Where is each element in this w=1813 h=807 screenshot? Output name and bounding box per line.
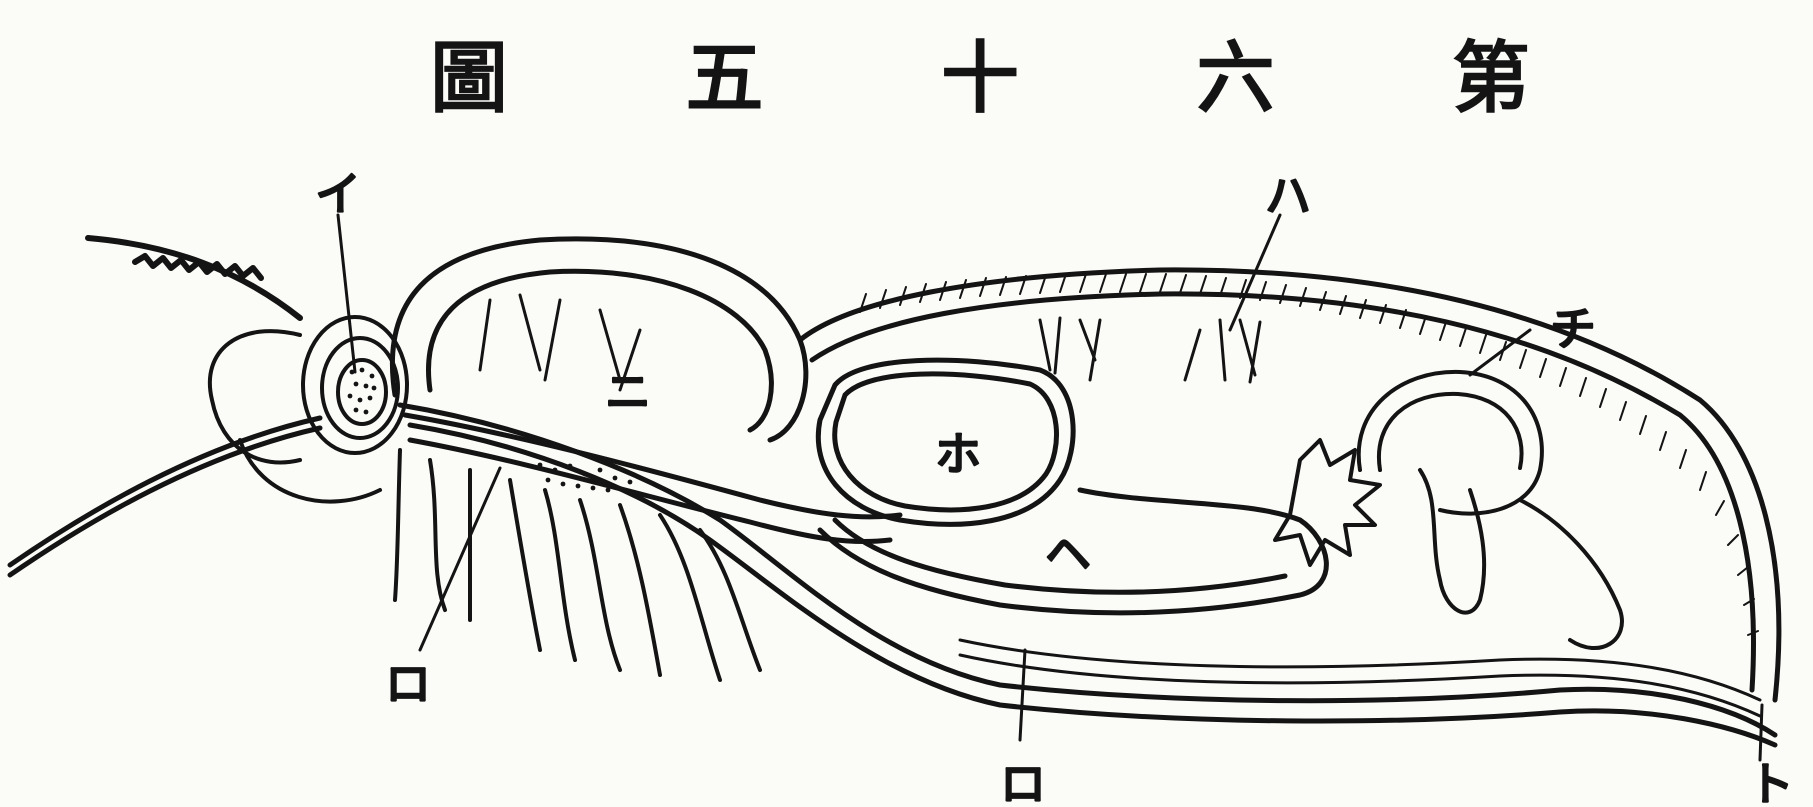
- organ-chi: [1359, 372, 1542, 514]
- label-ro-bottom: ロ: [1000, 757, 1046, 807]
- gut-tube: [405, 415, 900, 542]
- label-ni: ニ: [605, 365, 651, 419]
- leader-to: [1760, 705, 1762, 760]
- ventral-band: [960, 640, 1760, 716]
- long-antenna: [10, 418, 320, 575]
- label-ro-left: ロ: [385, 657, 431, 711]
- label-to: ト: [1748, 757, 1794, 807]
- head-bristles: [88, 238, 300, 318]
- leader-lines: [338, 215, 1762, 760]
- label-chi: チ: [1550, 302, 1596, 356]
- label-i: イ: [315, 167, 361, 221]
- head: [210, 317, 407, 502]
- label-ha: ハ: [1265, 169, 1311, 223]
- leader-i: [338, 215, 355, 372]
- posterior-branches: [1275, 440, 1622, 648]
- anterior-chamber: [392, 239, 805, 440]
- label-he: ヘ: [1045, 527, 1091, 581]
- stipple-eye: [348, 368, 377, 415]
- leader-ro-bottom: [1020, 650, 1025, 740]
- label-ho: ホ: [935, 427, 981, 481]
